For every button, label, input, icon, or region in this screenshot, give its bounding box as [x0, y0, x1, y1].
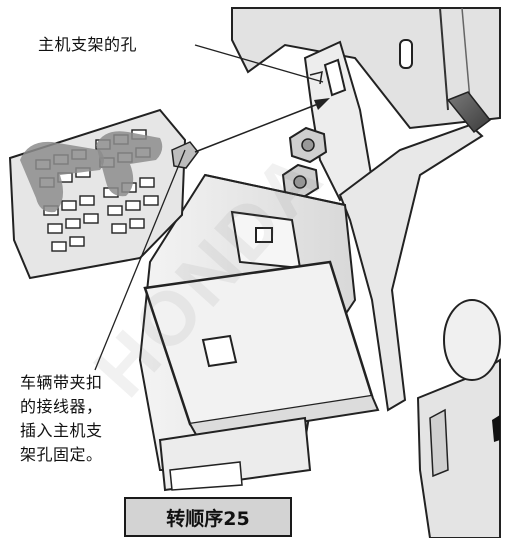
rear-bracket-part [416, 299, 501, 538]
goto-step-25-button[interactable]: 转顺序25 [124, 497, 292, 537]
finger-right [96, 131, 163, 197]
label-mount-hole: 主机支架的孔 [38, 35, 138, 54]
bracket-arm [338, 91, 492, 412]
hex-nut-upper [288, 126, 328, 164]
label-connector-note: 车辆带夹扣 的接线器， 插入主机支 架孔固定。 [20, 373, 103, 464]
head-unit-housing [231, 7, 501, 130]
bracket-hole [323, 58, 347, 97]
vehicle-connector [8, 108, 199, 280]
connector-clip [171, 141, 199, 169]
finger-left [20, 141, 104, 213]
leader-line-hole [194, 44, 324, 83]
leader-line-connector [94, 149, 186, 371]
arrowhead [314, 98, 330, 110]
lower-tray [158, 416, 312, 492]
insert-direction-arrow [194, 103, 319, 153]
